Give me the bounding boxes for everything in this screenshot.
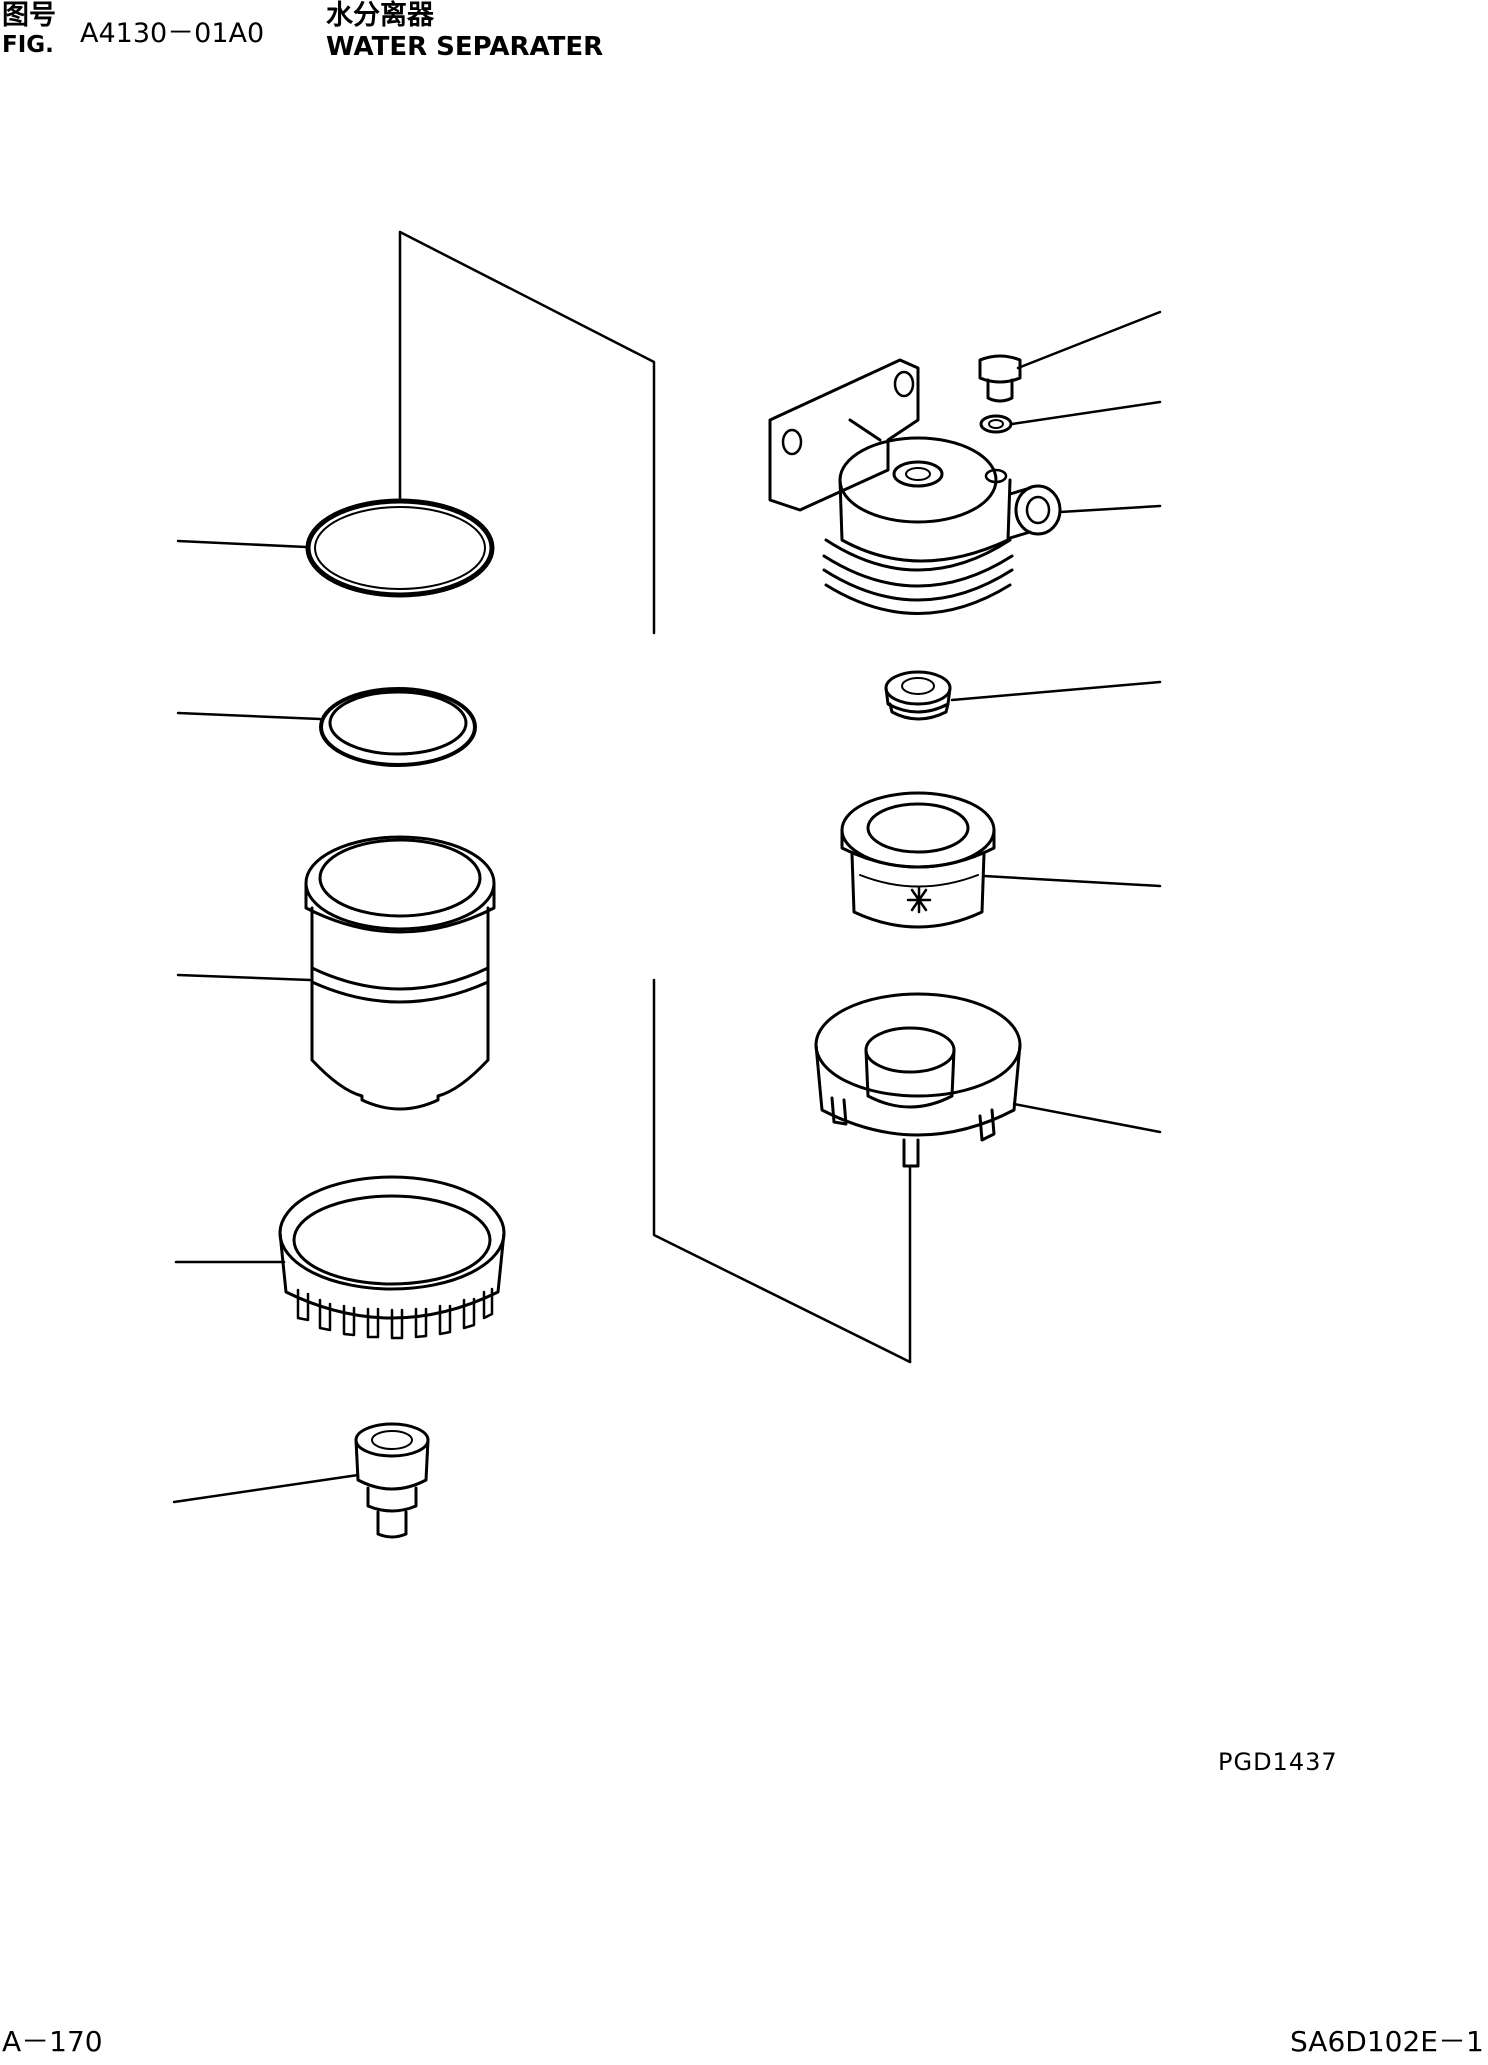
title-jp: 水分离器 <box>326 0 434 31</box>
filter-bowl-star-mark <box>906 886 932 914</box>
assembly-bracket-lines <box>398 230 912 1364</box>
grommet <box>884 670 1162 721</box>
title-en: WATER SEPARATER <box>326 32 604 62</box>
gasket-ring <box>176 687 477 767</box>
drain-valve <box>172 1422 430 1539</box>
fig-label-jp: 图号 <box>2 0 56 31</box>
filter-bowl <box>840 791 1162 929</box>
bottom-cap <box>814 992 1162 1168</box>
retaining-ring <box>174 1175 506 1340</box>
page-number-left: A－170 <box>2 2025 103 2058</box>
fig-number: A4130－01A0 <box>80 18 265 49</box>
page-number-right: SA6D102E－1 <box>1290 2025 1484 2058</box>
head-bracket <box>768 358 1162 615</box>
drawing-code: PGD1437 <box>1218 1748 1338 1776</box>
washer <box>979 400 1162 434</box>
bolt <box>978 310 1162 403</box>
fig-label-en: FIG. <box>2 32 54 58</box>
filter-element <box>176 835 496 1111</box>
o-ring-large <box>176 498 495 598</box>
